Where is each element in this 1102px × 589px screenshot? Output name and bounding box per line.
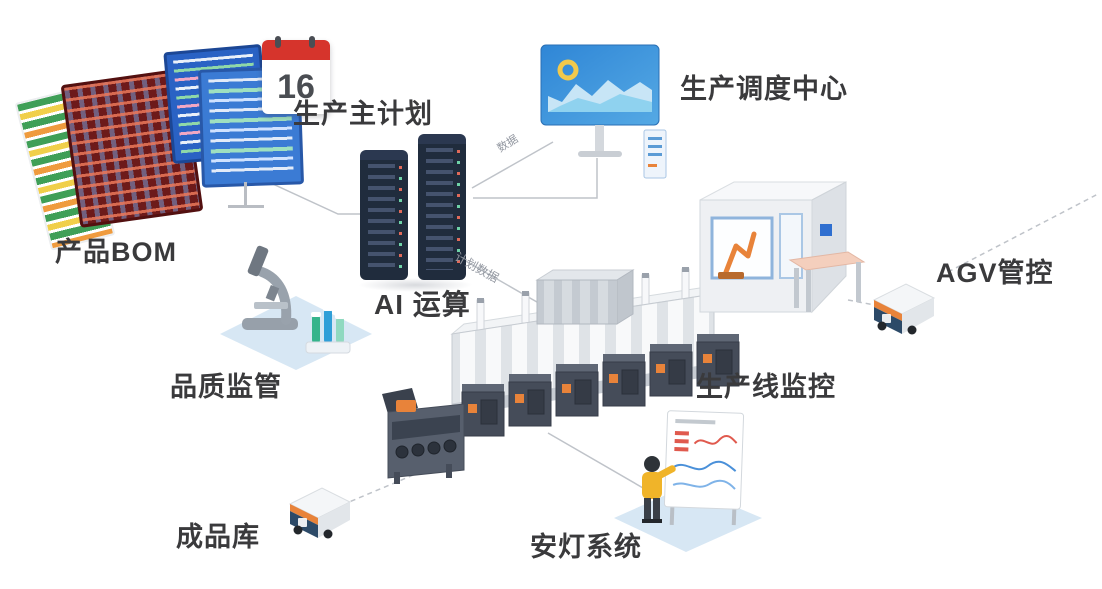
quality-node — [208, 222, 378, 374]
andon-board — [663, 410, 745, 526]
robot-cabin — [699, 181, 847, 314]
edge-ai-to-dispatch-diagonal — [471, 141, 554, 189]
worker-figure — [642, 456, 676, 523]
side-table — [788, 251, 866, 312]
bom-screen-stand — [244, 182, 247, 206]
ai-compute-node — [358, 132, 476, 292]
agv-robot-icon — [872, 283, 936, 335]
cabin-logo — [820, 224, 832, 236]
label-andon: 安灯系统 — [530, 532, 642, 562]
server-rack-icon — [360, 150, 408, 280]
line-top-unit — [535, 269, 635, 325]
quality-inspection-icon — [220, 245, 372, 370]
andon-node — [596, 406, 766, 556]
calendar-header — [262, 40, 330, 60]
test-tubes-icon — [305, 306, 351, 354]
conveyor-item — [396, 400, 416, 412]
bom-screen-base — [228, 205, 264, 208]
calendar-ring-icon — [275, 36, 281, 48]
master-plan-calendar-icon: 16 — [262, 36, 330, 114]
dispatch-monitor-icon — [540, 44, 667, 179]
andon-icon — [614, 410, 762, 552]
edge-ai-to-dispatch — [473, 158, 598, 199]
production-line-node — [382, 172, 882, 484]
server-shadow — [358, 278, 473, 292]
server-rack-icon — [418, 134, 466, 280]
label-agv-control: AGV管控 — [936, 258, 1054, 288]
agv-control-node — [862, 272, 940, 338]
dispatch-side-panel — [643, 129, 667, 179]
label-ai-compute: AI 运算 — [374, 289, 471, 320]
label-product-bom: 产品BOM — [55, 237, 177, 267]
quality-platform — [220, 296, 372, 370]
label-finished-goods: 成品库 — [176, 522, 260, 552]
monitor-donut-chart — [557, 59, 579, 81]
monitor-base — [578, 151, 622, 157]
edge-line-to-andon — [547, 432, 651, 493]
calendar-day-number: 16 — [277, 67, 315, 106]
agv-robot-icon — [288, 487, 352, 539]
label-line-monitor: 生产线监控 — [696, 372, 836, 402]
label-master-plan: 生产主计划 — [293, 99, 433, 129]
edge-line-to-finished-goods — [341, 467, 431, 506]
line-machine-modules — [461, 334, 740, 437]
label-dispatch-center: 生产调度中心 — [680, 74, 848, 104]
robot-arm-icon — [723, 231, 757, 275]
dispatch-center-node — [540, 44, 672, 186]
microscope-icon — [242, 245, 298, 330]
production-line-icon — [382, 181, 866, 484]
monitor-area-chart-lower — [548, 94, 652, 112]
monitor-stand — [595, 125, 604, 151]
outfeed-conveyor — [382, 388, 465, 484]
label-quality: 品质监管 — [170, 372, 282, 402]
edge-agv-outbound — [947, 193, 1099, 273]
product-bom-node — [14, 43, 305, 251]
calendar-ring-icon — [309, 36, 315, 48]
finished-goods-node — [278, 476, 356, 542]
